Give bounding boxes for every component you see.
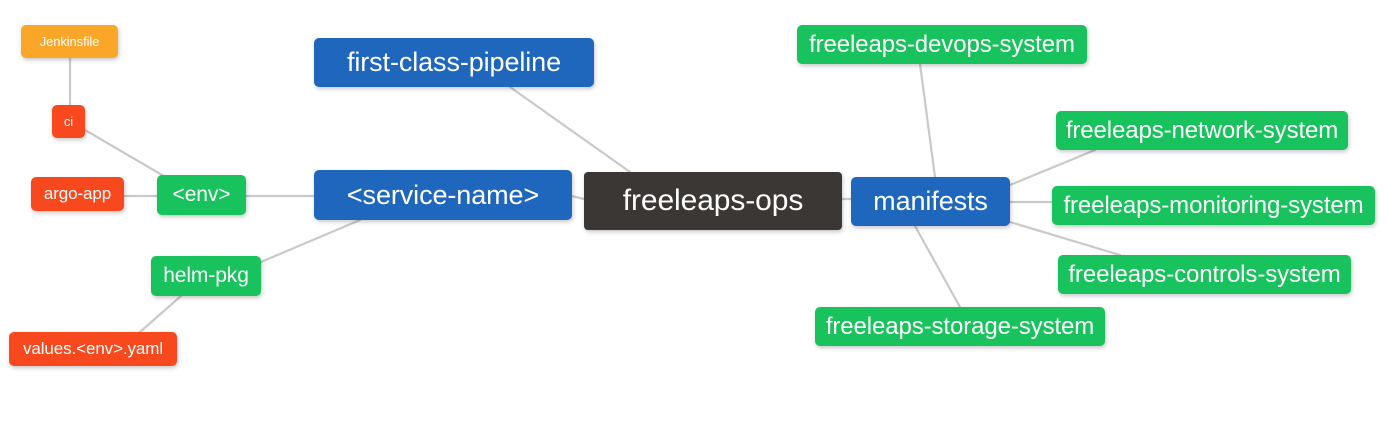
node-env[interactable]: <env> [157, 175, 246, 215]
node-freeleaps-ops[interactable]: freeleaps-ops [584, 172, 842, 230]
node-label: manifests [873, 186, 988, 216]
node-label: argo-app [43, 184, 112, 203]
node-label: Jenkinsfile [39, 34, 100, 49]
node-jenkinsfile[interactable]: Jenkinsfile [21, 25, 118, 58]
node-label: values.<env>.yaml [22, 339, 164, 358]
node-label: freeleaps-devops-system [809, 30, 1075, 58]
node-label: <service-name> [346, 179, 540, 210]
node-helm-pkg[interactable]: helm-pkg [151, 256, 261, 296]
node-devops-system[interactable]: freeleaps-devops-system [797, 25, 1087, 64]
node-controls-system[interactable]: freeleaps-controls-system [1058, 255, 1351, 294]
node-ci[interactable]: ci [52, 105, 85, 138]
node-label: <env> [172, 183, 231, 206]
node-label: freeleaps-storage-system [825, 312, 1095, 340]
edge-manifests-to-network-system [1008, 148, 1097, 187]
node-service-name[interactable]: <service-name> [314, 170, 572, 220]
edge-ci-to-env [83, 128, 164, 177]
edge-helm-pkg-to-service-name [259, 218, 362, 264]
node-label: first-class-pipeline [346, 47, 562, 77]
node-label: ci [63, 114, 74, 129]
node-manifests[interactable]: manifests [851, 177, 1010, 226]
node-storage-system[interactable]: freeleaps-storage-system [815, 307, 1105, 346]
node-argo-app[interactable]: argo-app [31, 177, 124, 211]
node-values-env-yaml[interactable]: values.<env>.yaml [9, 332, 177, 366]
node-label: freeleaps-monitoring-system [1063, 191, 1364, 219]
edge-manifests-to-storage-system [913, 224, 962, 309]
node-monitoring-system[interactable]: freeleaps-monitoring-system [1052, 186, 1375, 225]
node-label: helm-pkg [163, 264, 249, 287]
edge-service-name-to-freeleaps-ops [570, 194, 586, 201]
edge-manifests-to-controls-system [1008, 220, 1122, 257]
node-network-system[interactable]: freeleaps-network-system [1056, 111, 1348, 150]
node-label: freeleaps-network-system [1065, 116, 1339, 144]
node-label: freeleaps-ops [622, 184, 804, 217]
node-label: freeleaps-controls-system [1068, 260, 1341, 288]
edge-first-class-pipeline-to-freeleaps-ops [508, 85, 632, 174]
edge-values-env-yaml-to-helm-pkg [138, 294, 183, 334]
node-first-class-pipeline[interactable]: first-class-pipeline [314, 38, 594, 87]
edge-manifests-to-devops-system [918, 62, 937, 179]
